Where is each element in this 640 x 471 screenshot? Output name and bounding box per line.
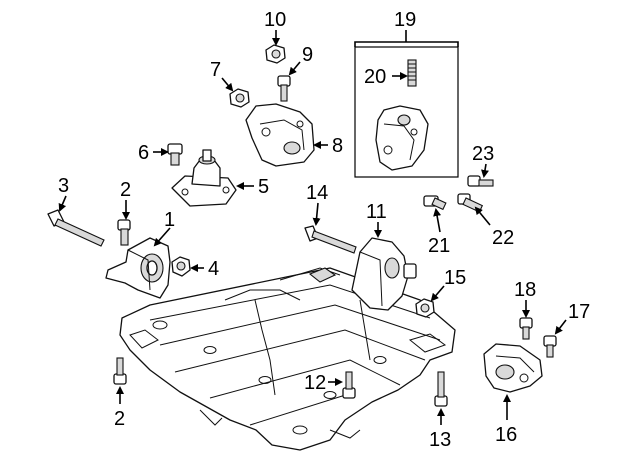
nut-rear-mount[interactable]: [415, 298, 435, 318]
bolt-upper-left[interactable]: [117, 219, 131, 246]
transaxle-mount-rear[interactable]: [351, 237, 417, 311]
mount-bracket[interactable]: [245, 103, 315, 167]
bolt-subframe-rear[interactable]: [434, 371, 448, 407]
callout-8: 8: [332, 135, 343, 157]
callout-2-lower: 2: [114, 408, 125, 430]
through-bolt-rear[interactable]: [304, 225, 357, 254]
callout-15: 15: [444, 267, 466, 289]
nut-bracket[interactable]: [229, 88, 250, 108]
callout-1: 1: [164, 209, 175, 231]
bolt-22[interactable]: [457, 193, 484, 213]
callout-9: 9: [302, 44, 313, 66]
callout-7: 7: [210, 59, 221, 81]
callout-22: 22: [492, 227, 514, 249]
subframe-crossmember[interactable]: [119, 267, 456, 451]
callout-14: 14: [306, 182, 328, 204]
through-bolt-long[interactable]: [47, 209, 105, 247]
callout-4: 4: [208, 258, 219, 280]
callout-13: 13: [429, 429, 451, 451]
callout-11: 11: [366, 201, 387, 223]
callout-17: 17: [568, 301, 590, 323]
bolt-side-mount-top[interactable]: [519, 317, 533, 340]
nut-front-mount[interactable]: [171, 256, 191, 277]
transmission-mount-side[interactable]: [483, 343, 543, 393]
bolt-subframe-center[interactable]: [342, 371, 356, 399]
callout-6: 6: [138, 142, 149, 164]
assembly-box-19: [354, 46, 459, 178]
callout-2-upper: 2: [120, 179, 131, 201]
bolt-21[interactable]: [423, 195, 447, 211]
bolt-bracket[interactable]: [277, 75, 291, 102]
callout-12: 12: [304, 372, 326, 394]
callout-3: 3: [58, 175, 69, 197]
callout-5: 5: [258, 176, 269, 198]
engine-mount-upper[interactable]: [171, 149, 237, 207]
callout-23: 23: [472, 143, 494, 165]
callout-10: 10: [264, 9, 286, 31]
callout-16: 16: [495, 424, 517, 446]
bolt-side-mount-right[interactable]: [543, 335, 557, 358]
callout-labels: 1 2 2 3 4 5 6 7 8 9 10 11 12 13 14 15 16…: [58, 9, 590, 451]
nut-top[interactable]: [265, 44, 286, 64]
mount-bracket-assembly[interactable]: [375, 105, 429, 171]
bolt-lower-left[interactable]: [113, 357, 127, 385]
stud-bracket[interactable]: [407, 59, 417, 87]
leader-lines: [58, 30, 567, 425]
callout-19: 19: [394, 9, 416, 31]
bolt-upper-mount[interactable]: [167, 143, 183, 166]
bolt-23[interactable]: [467, 175, 494, 187]
engine-mount-front[interactable]: [105, 237, 171, 299]
callout-21: 21: [428, 235, 450, 257]
callout-18: 18: [514, 279, 536, 301]
callout-20: 20: [364, 66, 386, 88]
